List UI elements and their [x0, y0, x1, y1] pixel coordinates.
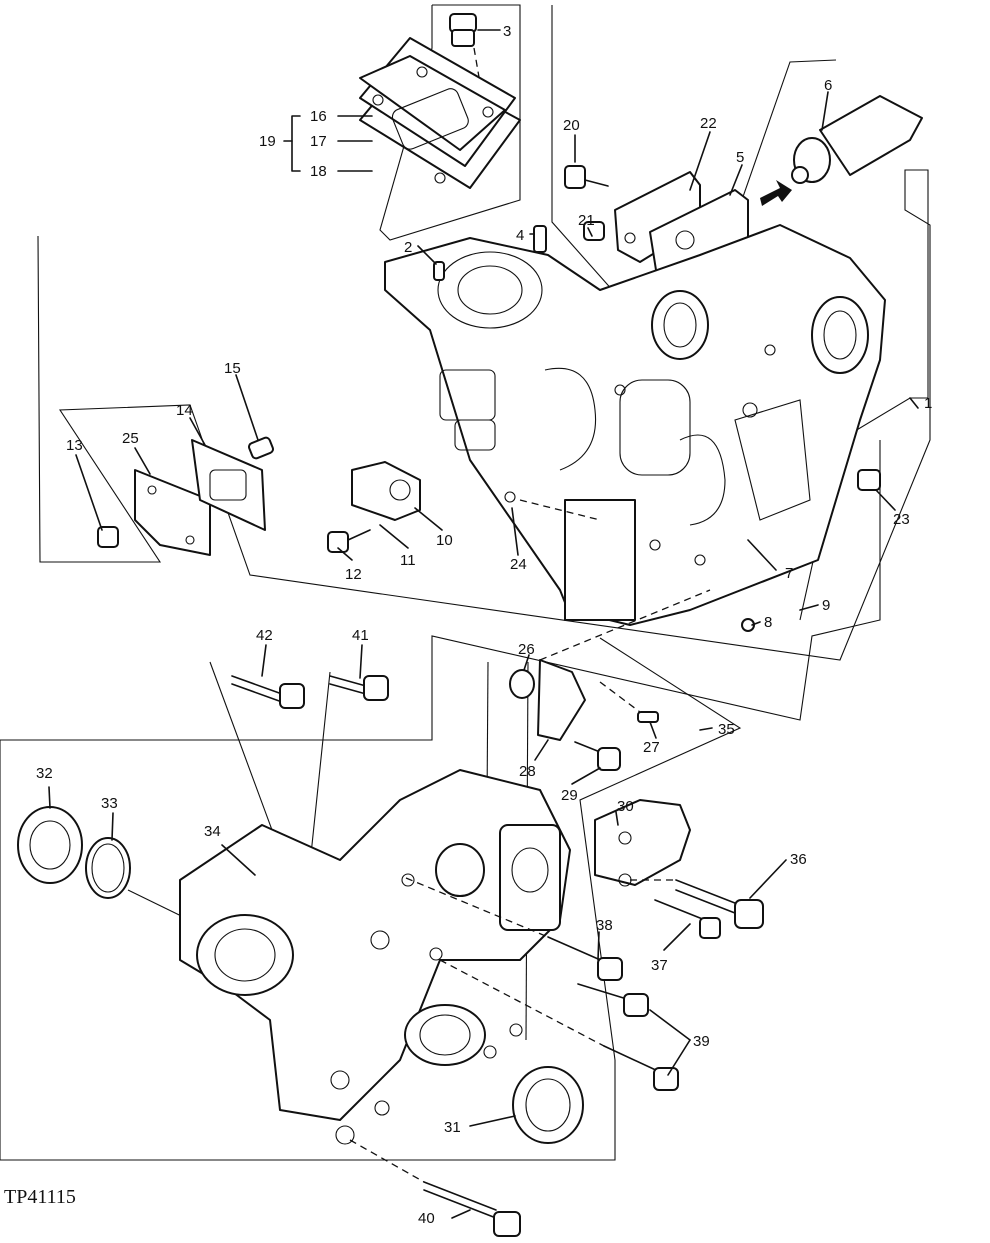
- callout-18: 18: [310, 163, 327, 180]
- callout-32: 32: [36, 765, 53, 782]
- callout-24: 24: [510, 556, 527, 573]
- front-cover-part: [179, 769, 571, 1145]
- upper-bolt-parts: [231, 675, 389, 709]
- callout-3: 3: [503, 23, 511, 40]
- callout-30: 30: [617, 798, 634, 815]
- side-cover-parts: [97, 436, 274, 556]
- top-bolt-parts: [564, 165, 609, 241]
- callout-42: 42: [256, 627, 273, 644]
- callout-9: 9: [822, 597, 830, 614]
- callout-14: 14: [176, 402, 193, 419]
- callout-34: 34: [204, 823, 221, 840]
- callout-4: 4: [516, 227, 524, 244]
- callout-5: 5: [736, 149, 744, 166]
- callout-15: 15: [224, 360, 241, 377]
- callout-16: 16: [310, 108, 327, 125]
- callout-10: 10: [436, 532, 453, 549]
- callout-23: 23: [893, 511, 910, 528]
- callout-17: 17: [310, 133, 327, 150]
- sealant-tube-part: [760, 95, 923, 206]
- water-outlet-part: [594, 799, 691, 887]
- callout-27: 27: [643, 739, 660, 756]
- callout-labels: 1 2 3 4 5 6 7 8 9 10 11 12 13 14 15 16 1…: [36, 23, 932, 1227]
- callout-33: 33: [101, 795, 118, 812]
- callout-6: 6: [824, 77, 832, 94]
- callout-20: 20: [563, 117, 580, 134]
- figure-id: TP41115: [4, 1186, 76, 1208]
- callout-37: 37: [651, 957, 668, 974]
- callout-12: 12: [345, 566, 362, 583]
- callout-11: 11: [400, 552, 416, 569]
- thermostat-housing-parts: [509, 589, 711, 771]
- callout-22: 22: [700, 115, 717, 132]
- callout-29: 29: [561, 787, 578, 804]
- callout-1: 1: [924, 395, 932, 412]
- callout-13: 13: [66, 437, 83, 454]
- callout-40: 40: [418, 1210, 435, 1227]
- lower-bolt-parts: [349, 877, 764, 1237]
- callout-39: 39: [693, 1033, 710, 1050]
- callout-28: 28: [519, 763, 536, 780]
- bolt-23-part: [857, 469, 881, 491]
- callout-41: 41: [352, 627, 369, 644]
- callout-35: 35: [718, 721, 735, 738]
- callout-7: 7: [785, 565, 793, 582]
- flange-parts: [327, 461, 516, 553]
- callout-26: 26: [518, 641, 535, 658]
- timing-gear-housing-part: [384, 224, 886, 626]
- callout-25: 25: [122, 430, 139, 447]
- callout-21: 21: [578, 212, 595, 229]
- filler-cap-parts: [17, 806, 211, 931]
- callout-8: 8: [764, 614, 772, 631]
- dowel-pin-parts: [433, 225, 547, 281]
- callout-31: 31: [444, 1119, 461, 1136]
- callout-36: 36: [790, 851, 807, 868]
- plug-part: [449, 13, 487, 119]
- callout-19: 19: [259, 133, 276, 150]
- callout-38: 38: [596, 917, 613, 934]
- oil-seal-part: [512, 1066, 584, 1144]
- callout-2: 2: [404, 239, 412, 256]
- leader-lines: [48, 29, 919, 1219]
- gasket-stack-parts: [359, 37, 521, 189]
